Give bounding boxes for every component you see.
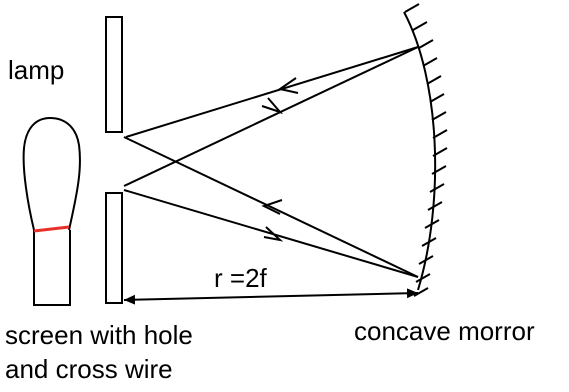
screen	[105, 16, 123, 304]
lamp	[22, 116, 81, 306]
arrowhead-upper-return	[277, 77, 299, 94]
arrowhead-lower-out	[263, 226, 284, 242]
ray-upper-return	[125, 46, 419, 138]
mirror-label: concave morror	[354, 316, 535, 346]
mirror-surface	[403, 11, 437, 291]
ray-upper-out	[123, 46, 419, 187]
lamp-bulb	[22, 116, 81, 231]
screen-label-line2: and cross wire	[5, 354, 173, 384]
ray-lower-return	[123, 189, 419, 278]
ray-lower-out	[123, 136, 419, 278]
ray-arrowheads	[261, 77, 299, 242]
screen-upper-part	[105, 16, 123, 133]
lamp-base	[33, 230, 71, 306]
concave-mirror	[403, 3, 448, 297]
lamp-label: lamp	[8, 55, 65, 85]
screen-lower-part	[105, 192, 123, 304]
lamp-red-band	[33, 225, 70, 233]
radius-arrow	[123, 288, 419, 305]
light-rays	[123, 46, 419, 278]
arrowhead-lower-return	[261, 199, 283, 215]
arrowhead-upper-out	[261, 97, 284, 115]
radius-label: r =2f	[214, 263, 267, 293]
screen-label-line1: screen with hole	[5, 320, 193, 350]
